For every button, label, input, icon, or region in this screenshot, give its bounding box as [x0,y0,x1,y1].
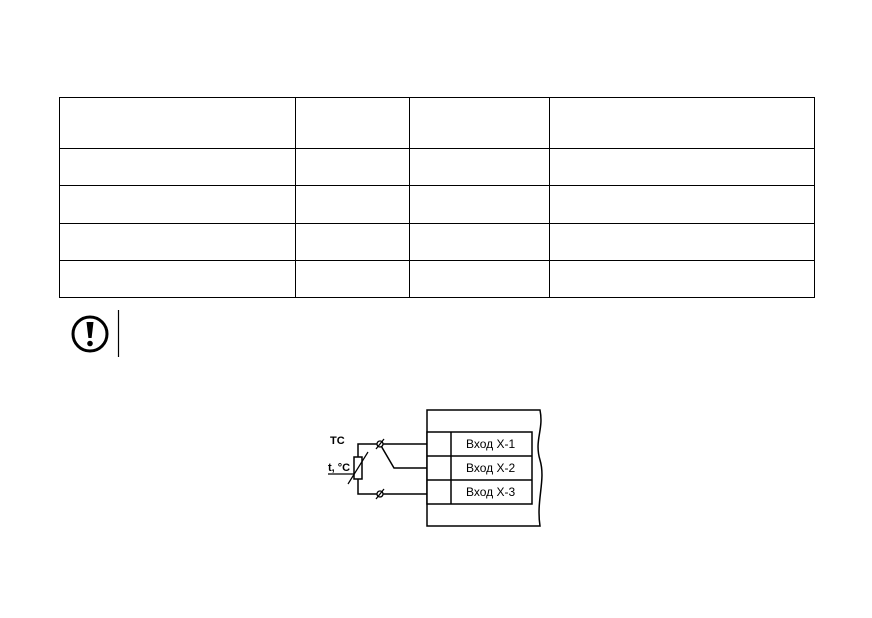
table-cell [409,259,550,299]
table-cell [409,148,550,187]
table-cell [59,259,296,299]
temperature-label: t, °С [328,462,350,474]
screw-connector-icon [375,488,385,500]
table-cell [295,222,410,261]
data-table [59,96,815,299]
wiring-schematic: Вход Х-1 Вход Х-2 Вход Х-3 ТС t, °С [328,409,543,527]
terminal-label-2: Вход Х-2 [466,461,515,475]
table-header-row [59,96,815,150]
table-cell [549,96,815,150]
table-cell [409,222,550,261]
table-cell [59,96,296,150]
table-cell [59,222,296,261]
connection-diagram: Вход Х-1 Вход Х-2 Вход Х-3 ТС t, °С [320,400,560,536]
table-cell [409,185,550,224]
table-cell [549,259,815,299]
table-cell [295,185,410,224]
exclamation-circle-icon [71,310,120,357]
table-cell [295,96,410,150]
table-cell [59,185,296,224]
terminal-label-1: Вход Х-1 [466,437,515,451]
table-row [59,148,815,187]
table-row [59,185,815,224]
terminal-label-3: Вход Х-3 [466,485,515,499]
table-cell [549,148,815,187]
table-row [59,259,815,299]
table-row [59,222,815,261]
screw-connector-icon [375,438,385,450]
table-cell [549,222,815,261]
table-cell [409,96,550,150]
table-cell [295,148,410,187]
sensor-label: ТС [330,435,345,447]
table-cell [295,259,410,299]
warning-notice [68,310,128,358]
table-cell [59,148,296,187]
table-cell [549,185,815,224]
terminal-block [426,431,533,505]
